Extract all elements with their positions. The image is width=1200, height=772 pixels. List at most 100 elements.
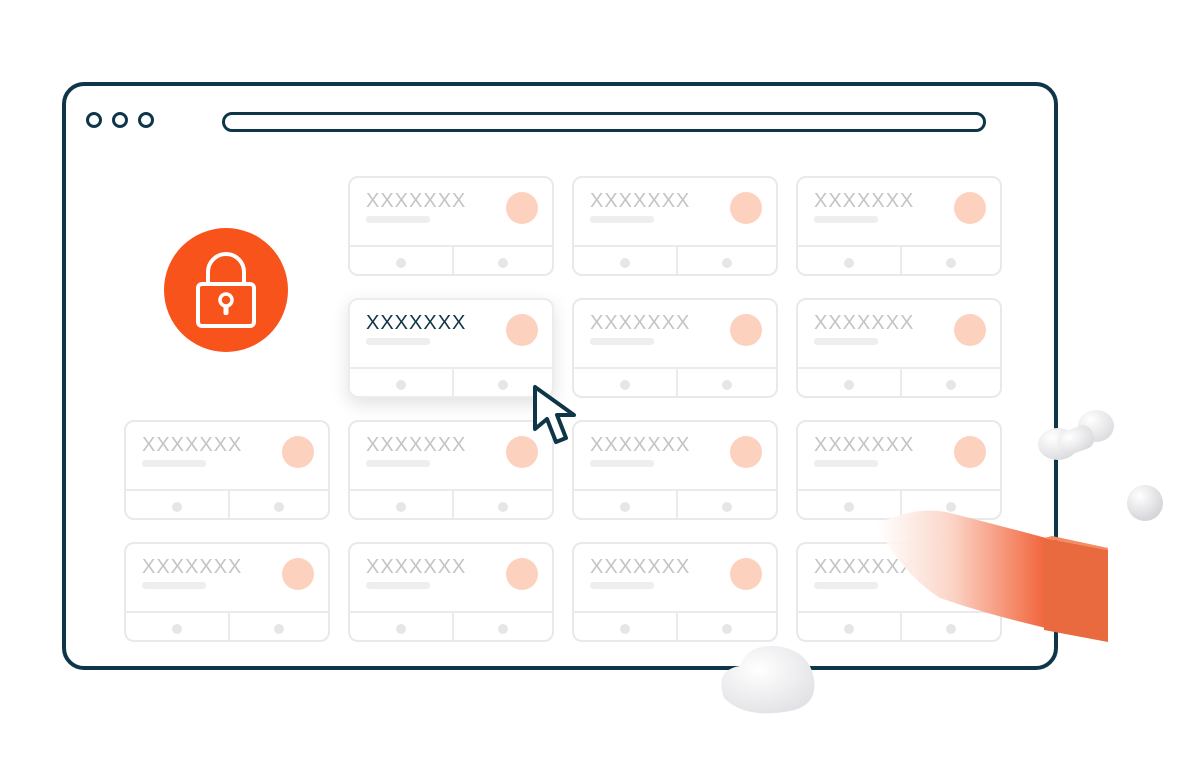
card-action-left[interactable] [620, 380, 630, 390]
card-avatar [506, 314, 538, 346]
grid-card[interactable]: XXXXXXX [348, 298, 554, 398]
card-title: XXXXXXX [590, 190, 691, 212]
card-action-left[interactable] [396, 258, 406, 268]
card-divider [228, 613, 230, 640]
grid-card[interactable]: XXXXXXX [124, 420, 330, 520]
address-bar[interactable] [222, 112, 986, 132]
card-divider [126, 611, 328, 613]
card-divider [452, 247, 454, 274]
card-avatar [506, 192, 538, 224]
decorative-blob [721, 645, 815, 714]
card-divider [574, 245, 776, 247]
card-subtitle-placeholder [366, 460, 430, 467]
card-avatar [730, 558, 762, 590]
lock-icon [196, 252, 256, 328]
decorative-small-sphere [1127, 485, 1163, 521]
card-divider [350, 245, 552, 247]
grid-card[interactable]: XXXXXXX [796, 298, 1002, 398]
card-title: XXXXXXX [590, 312, 691, 334]
lock-badge [164, 228, 288, 352]
card-divider [900, 247, 902, 274]
card-action-right[interactable] [722, 502, 732, 512]
card-action-left[interactable] [172, 502, 182, 512]
card-divider [798, 367, 1000, 369]
card-divider [574, 367, 776, 369]
card-subtitle-placeholder [366, 216, 430, 223]
card-divider [900, 491, 902, 518]
card-action-right[interactable] [274, 502, 284, 512]
grid-card[interactable]: XXXXXXX [796, 420, 1002, 520]
card-action-right[interactable] [274, 624, 284, 634]
card-action-right[interactable] [498, 624, 508, 634]
card-action-left[interactable] [844, 502, 854, 512]
card-action-left[interactable] [844, 258, 854, 268]
card-title: XXXXXXX [590, 434, 691, 456]
card-action-left[interactable] [396, 380, 406, 390]
card-avatar [730, 436, 762, 468]
card-action-right[interactable] [946, 380, 956, 390]
grid-card[interactable]: XXXXXXX [348, 176, 554, 276]
card-divider [676, 613, 678, 640]
card-subtitle-placeholder [814, 338, 878, 345]
grid-card[interactable]: XXXXXXX [796, 176, 1002, 276]
card-action-left[interactable] [396, 624, 406, 634]
cursor-icon [533, 385, 576, 444]
card-action-left[interactable] [396, 502, 406, 512]
grid-card[interactable]: XXXXXXX [124, 542, 330, 642]
card-divider [452, 369, 454, 396]
grid-card[interactable]: XXXXXXX [572, 298, 778, 398]
card-title: XXXXXXX [142, 556, 243, 578]
card-action-left[interactable] [620, 624, 630, 634]
card-action-left[interactable] [172, 624, 182, 634]
card-action-right[interactable] [722, 380, 732, 390]
window-dot-icon[interactable] [86, 112, 102, 128]
card-divider [350, 489, 552, 491]
card-divider [574, 611, 776, 613]
card-divider [350, 611, 552, 613]
card-action-right[interactable] [498, 502, 508, 512]
card-action-left[interactable] [620, 502, 630, 512]
grid-card[interactable]: XXXXXXX [348, 420, 554, 520]
card-action-right[interactable] [498, 380, 508, 390]
card-action-left[interactable] [620, 258, 630, 268]
card-subtitle-placeholder [366, 582, 430, 589]
card-subtitle-placeholder [142, 460, 206, 467]
card-divider [126, 489, 328, 491]
card-title: XXXXXXX [814, 556, 915, 578]
grid-card[interactable]: XXXXXXX [572, 420, 778, 520]
card-action-right[interactable] [498, 258, 508, 268]
card-avatar [730, 192, 762, 224]
card-avatar [954, 192, 986, 224]
grid-card[interactable]: XXXXXXX [572, 176, 778, 276]
card-action-left[interactable] [844, 624, 854, 634]
card-avatar [954, 314, 986, 346]
card-subtitle-placeholder [142, 582, 206, 589]
card-avatar [282, 558, 314, 590]
window-dot-icon[interactable] [112, 112, 128, 128]
card-title: XXXXXXX [814, 434, 915, 456]
card-action-right[interactable] [722, 624, 732, 634]
card-action-left[interactable] [844, 380, 854, 390]
card-action-right[interactable] [946, 502, 956, 512]
card-divider [798, 611, 1000, 613]
card-subtitle-placeholder [814, 216, 878, 223]
card-divider [452, 491, 454, 518]
card-divider [676, 491, 678, 518]
window-dot-icon[interactable] [138, 112, 154, 128]
grid-card[interactable]: XXXXXXX [572, 542, 778, 642]
card-divider [676, 369, 678, 396]
card-divider [676, 247, 678, 274]
card-avatar [506, 558, 538, 590]
card-avatar [506, 436, 538, 468]
card-action-right[interactable] [722, 258, 732, 268]
card-title: XXXXXXX [814, 312, 915, 334]
card-action-right[interactable] [946, 258, 956, 268]
card-title: XXXXXXX [590, 556, 691, 578]
card-title: XXXXXXX [142, 434, 243, 456]
card-action-right[interactable] [946, 624, 956, 634]
card-divider [228, 491, 230, 518]
card-divider [350, 367, 552, 369]
card-divider [900, 613, 902, 640]
card-title: XXXXXXX [366, 190, 467, 212]
grid-card[interactable]: XXXXXXX [348, 542, 554, 642]
